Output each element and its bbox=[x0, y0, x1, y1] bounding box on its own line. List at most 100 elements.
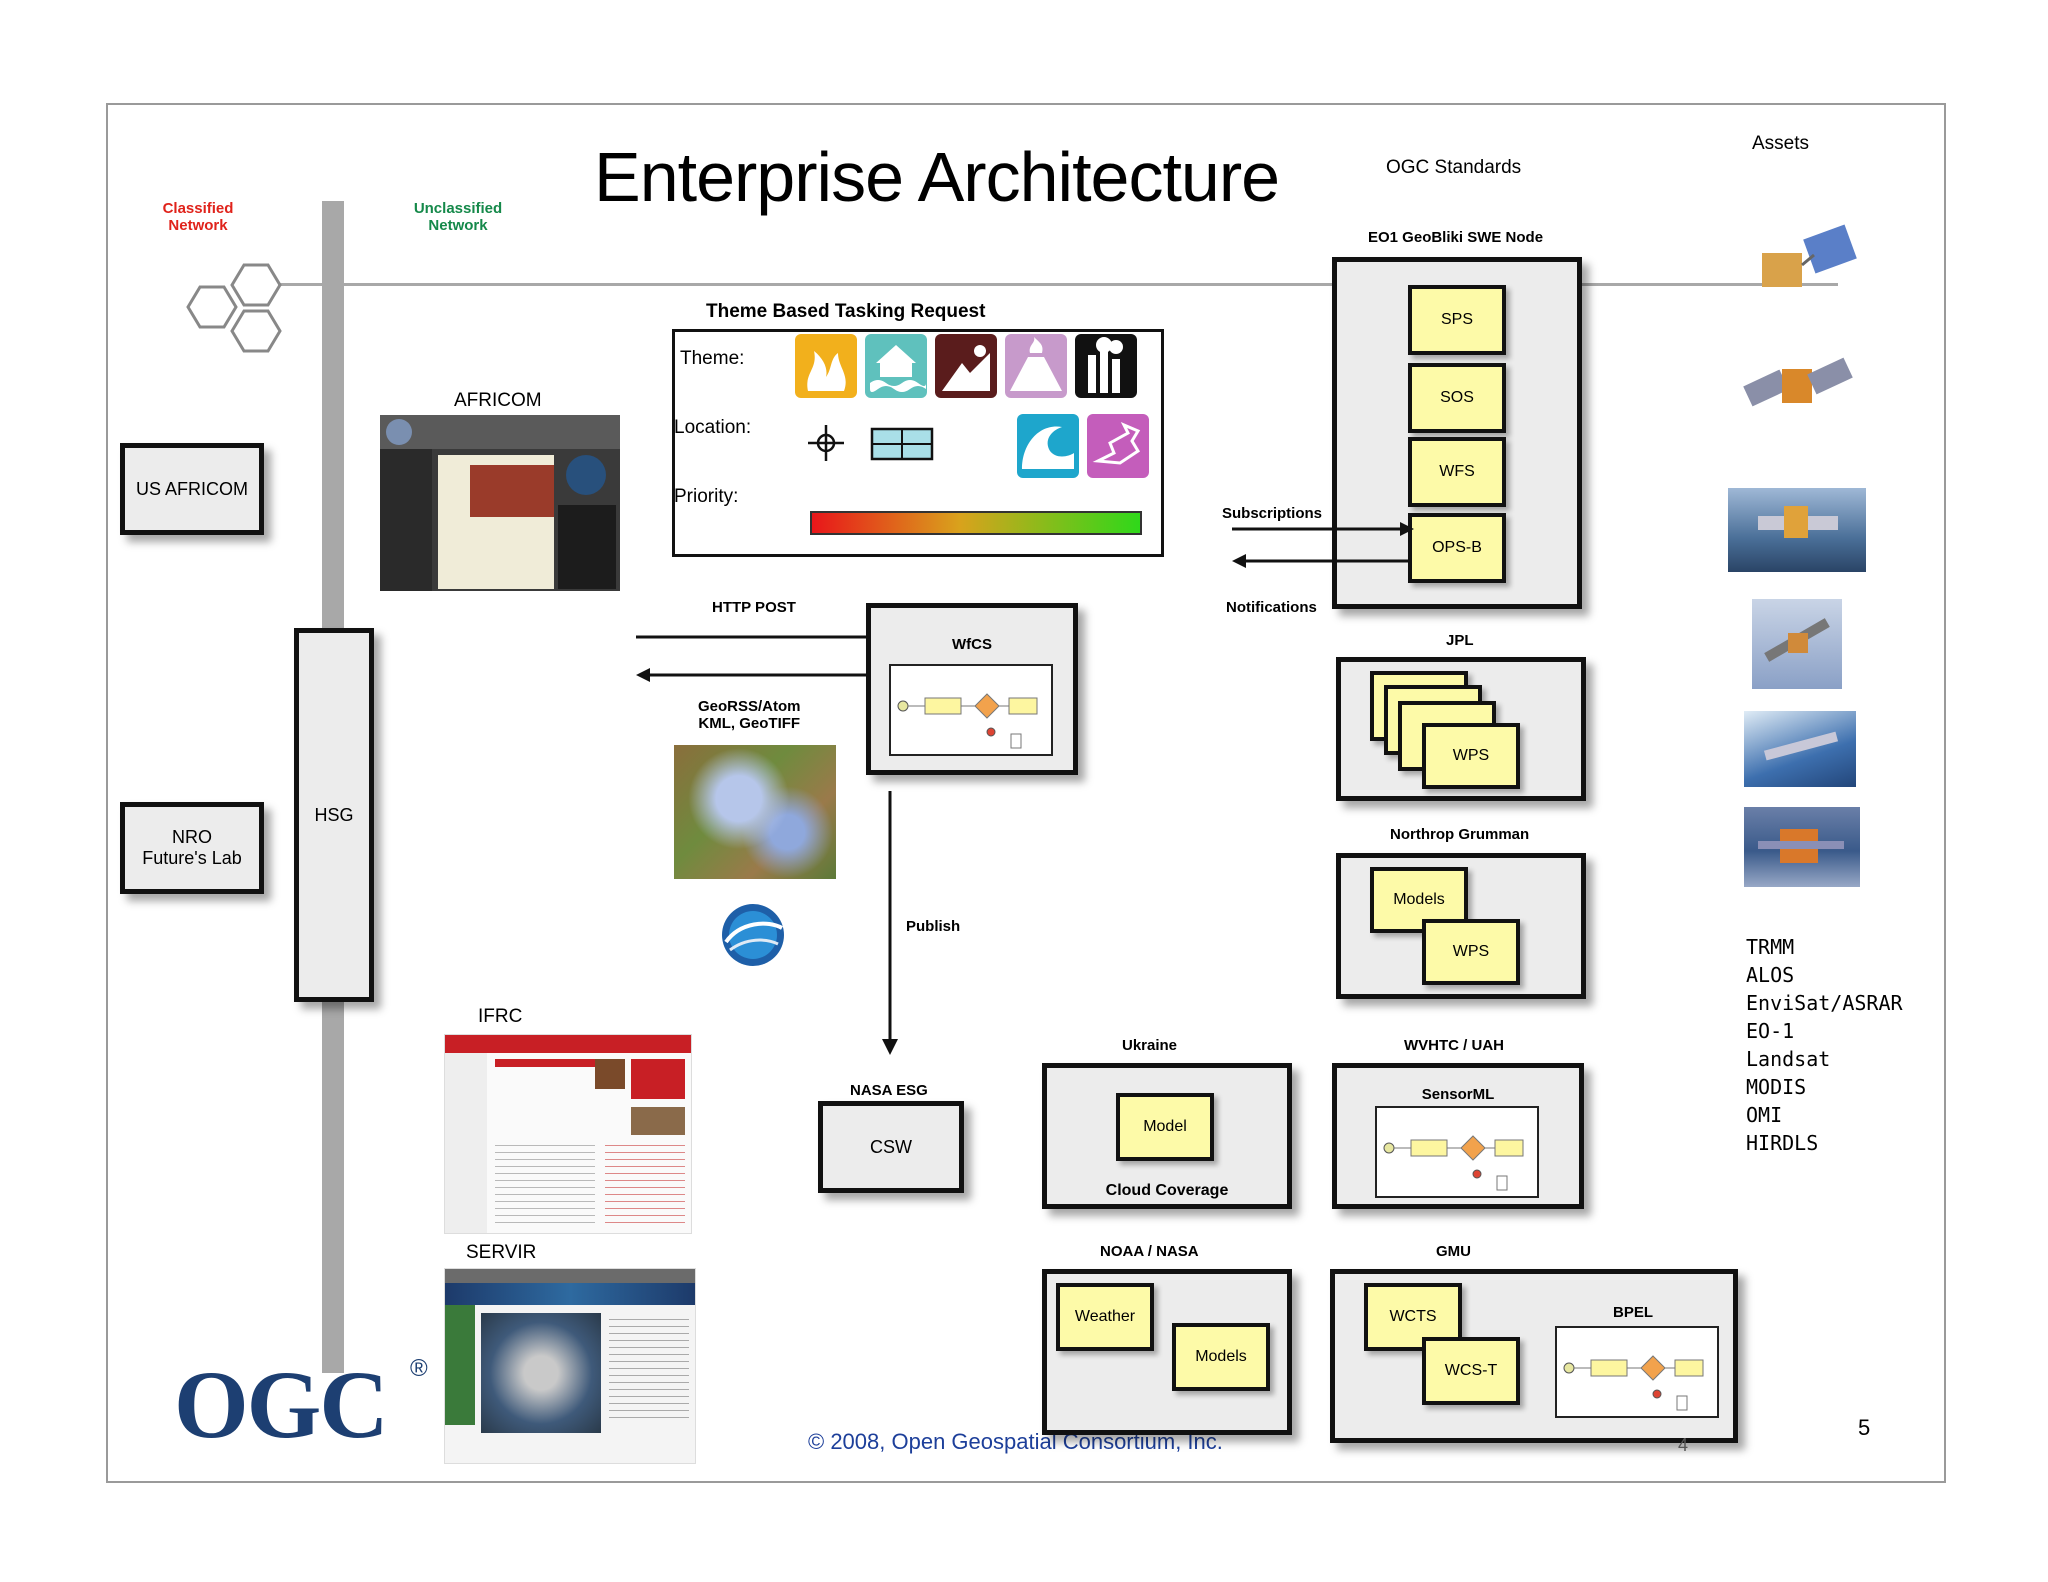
us-africom-box[interactable]: US AFRICOM bbox=[120, 443, 264, 535]
location-label: Location: bbox=[674, 417, 752, 438]
fire-icon[interactable] bbox=[794, 333, 858, 399]
eo1-title: EO1 GeoBliki SWE Node bbox=[1368, 229, 1544, 246]
bpel-label: BPEL bbox=[1613, 1304, 1654, 1321]
wfs-label: WFS bbox=[1439, 463, 1475, 480]
earthquake-icon[interactable] bbox=[1086, 413, 1150, 479]
priority-slider[interactable] bbox=[810, 511, 1142, 535]
ukraine-title: Ukraine bbox=[1122, 1037, 1178, 1054]
noaa-models-box[interactable]: Models bbox=[1172, 1323, 1270, 1391]
jpl-wps-label: WPS bbox=[1452, 747, 1490, 764]
satellite-6-image bbox=[1744, 807, 1860, 887]
publish-label: Publish bbox=[906, 918, 961, 935]
sensorml-workflow-diagram bbox=[1375, 1106, 1539, 1198]
wfcs-workflow-diagram bbox=[889, 664, 1053, 756]
satellite-5-image bbox=[1744, 711, 1856, 787]
unclassified-network-label: Unclassified Network bbox=[413, 200, 503, 234]
northrop-wps-label: WPS bbox=[1452, 943, 1490, 960]
fire-map-thumbnail[interactable] bbox=[674, 745, 836, 879]
google-earth-icon[interactable] bbox=[720, 902, 786, 968]
http-arrows bbox=[636, 630, 900, 682]
hexagon-icon bbox=[186, 263, 282, 353]
gmu-title: GMU bbox=[1436, 1243, 1471, 1260]
asset-item: EO-1 bbox=[1746, 1019, 1795, 1043]
noaa-title: NOAA / NASA bbox=[1100, 1243, 1199, 1260]
asset-item: EnviSat/ASRAR bbox=[1746, 991, 1903, 1015]
publish-arrow bbox=[882, 791, 898, 1055]
ogc-logo: OGC bbox=[174, 1351, 389, 1458]
ifrc-label: IFRC bbox=[478, 1006, 523, 1027]
weather-label: Weather bbox=[1074, 1308, 1136, 1325]
africom-label: AFRICOM bbox=[454, 390, 542, 411]
satellite-2-icon bbox=[1743, 357, 1853, 407]
satellite-3-image bbox=[1728, 488, 1866, 572]
asset-item: Landsat bbox=[1746, 1047, 1831, 1071]
sos-box[interactable]: SOS bbox=[1408, 363, 1506, 433]
theme-label: Theme: bbox=[680, 348, 745, 369]
classified-network-label: Classified Network bbox=[162, 200, 234, 234]
subscriptions-label: Subscriptions bbox=[1222, 505, 1323, 522]
flood-icon[interactable] bbox=[864, 333, 928, 399]
us-africom-label: US AFRICOM bbox=[135, 478, 248, 499]
assets-label: Assets bbox=[1752, 133, 1810, 154]
wcs-t-label: WCS-T bbox=[1444, 1362, 1498, 1379]
wfcs-title: WfCS bbox=[952, 636, 992, 653]
sps-box[interactable]: SPS bbox=[1408, 285, 1506, 355]
satellite-4-image bbox=[1752, 599, 1842, 689]
satellite-eo1-icon bbox=[1762, 224, 1857, 287]
cloud-coverage-label: Cloud Coverage bbox=[1105, 1182, 1229, 1199]
wcts-box[interactable]: WCTS bbox=[1364, 1283, 1462, 1351]
weather-box[interactable]: Weather bbox=[1056, 1283, 1154, 1351]
asset-item: MODIS bbox=[1746, 1075, 1807, 1099]
jpl-title: JPL bbox=[1446, 632, 1474, 649]
bbox-icon[interactable] bbox=[870, 427, 934, 461]
tsunami-icon[interactable] bbox=[1016, 413, 1080, 479]
wvhtc-box[interactable]: SensorML bbox=[1332, 1063, 1584, 1209]
georss-label: GeoRSS/Atom KML, GeoTIFF bbox=[698, 698, 801, 732]
wfs-box[interactable]: WFS bbox=[1408, 437, 1506, 507]
northrop-models-label: Models bbox=[1393, 891, 1445, 908]
csw-label: CSW bbox=[870, 1136, 912, 1157]
noaa-models-label: Models bbox=[1195, 1348, 1247, 1365]
wcs-t-box[interactable]: WCS-T bbox=[1422, 1337, 1520, 1405]
volcano-icon[interactable] bbox=[1004, 333, 1068, 399]
servir-website-thumbnail[interactable] bbox=[444, 1268, 696, 1464]
wvhtc-title: WVHTC / UAH bbox=[1404, 1037, 1504, 1054]
asset-item: ALOS bbox=[1746, 963, 1795, 987]
africom-website-thumbnail[interactable] bbox=[380, 415, 620, 591]
northrop-title: Northrop Grumman bbox=[1390, 826, 1530, 843]
nasa-esg-box[interactable]: CSW bbox=[818, 1101, 964, 1193]
ogc-standards-label: OGC Standards bbox=[1386, 157, 1522, 178]
assets-list: TRMM ALOS EnviSat/ASRAR EO-1 Landsat MOD… bbox=[1746, 933, 1903, 1157]
ukraine-model-box[interactable]: Model bbox=[1116, 1093, 1214, 1161]
jpl-wps-box[interactable]: WPS bbox=[1422, 723, 1520, 789]
http-post-label: HTTP POST bbox=[712, 599, 796, 616]
wcts-label: WCTS bbox=[1389, 1308, 1437, 1325]
wfcs-box[interactable]: WfCS bbox=[866, 603, 1078, 775]
asset-item: HIRDLS bbox=[1746, 1131, 1819, 1155]
sps-label: SPS bbox=[1440, 311, 1473, 328]
priority-label: Priority: bbox=[674, 486, 739, 507]
industrial-icon[interactable] bbox=[1074, 333, 1138, 399]
ifrc-website-thumbnail[interactable] bbox=[444, 1034, 692, 1234]
nro-box[interactable]: NRO Future's Lab bbox=[120, 802, 264, 894]
asset-item: TRMM bbox=[1746, 935, 1795, 959]
landslide-icon[interactable] bbox=[934, 333, 998, 399]
bpel-workflow-diagram bbox=[1555, 1326, 1719, 1418]
hsg-label: HSG bbox=[314, 804, 354, 825]
ukraine-model-label: Model bbox=[1143, 1118, 1187, 1135]
crosshair-icon[interactable] bbox=[806, 423, 846, 463]
hsg-box[interactable]: HSG bbox=[294, 628, 374, 1002]
nasa-esg-title: NASA ESG bbox=[850, 1082, 928, 1099]
sensorml-label: SensorML bbox=[1421, 1086, 1495, 1103]
subscription-arrows bbox=[1232, 522, 1414, 568]
northrop-wps-box[interactable]: WPS bbox=[1422, 919, 1520, 985]
page-number: 5 bbox=[1858, 1415, 1871, 1440]
nro-label: NRO Future's Lab bbox=[142, 827, 242, 868]
network-line bbox=[278, 283, 1838, 286]
ghost-page-number: 4 bbox=[1678, 1435, 1689, 1455]
page-title: Enterprise Architecture bbox=[594, 138, 1280, 216]
ops-b-box[interactable]: OPS-B bbox=[1408, 513, 1506, 583]
asset-item: OMI bbox=[1746, 1103, 1783, 1127]
ops-b-label: OPS-B bbox=[1432, 539, 1482, 556]
sos-label: SOS bbox=[1440, 389, 1474, 406]
